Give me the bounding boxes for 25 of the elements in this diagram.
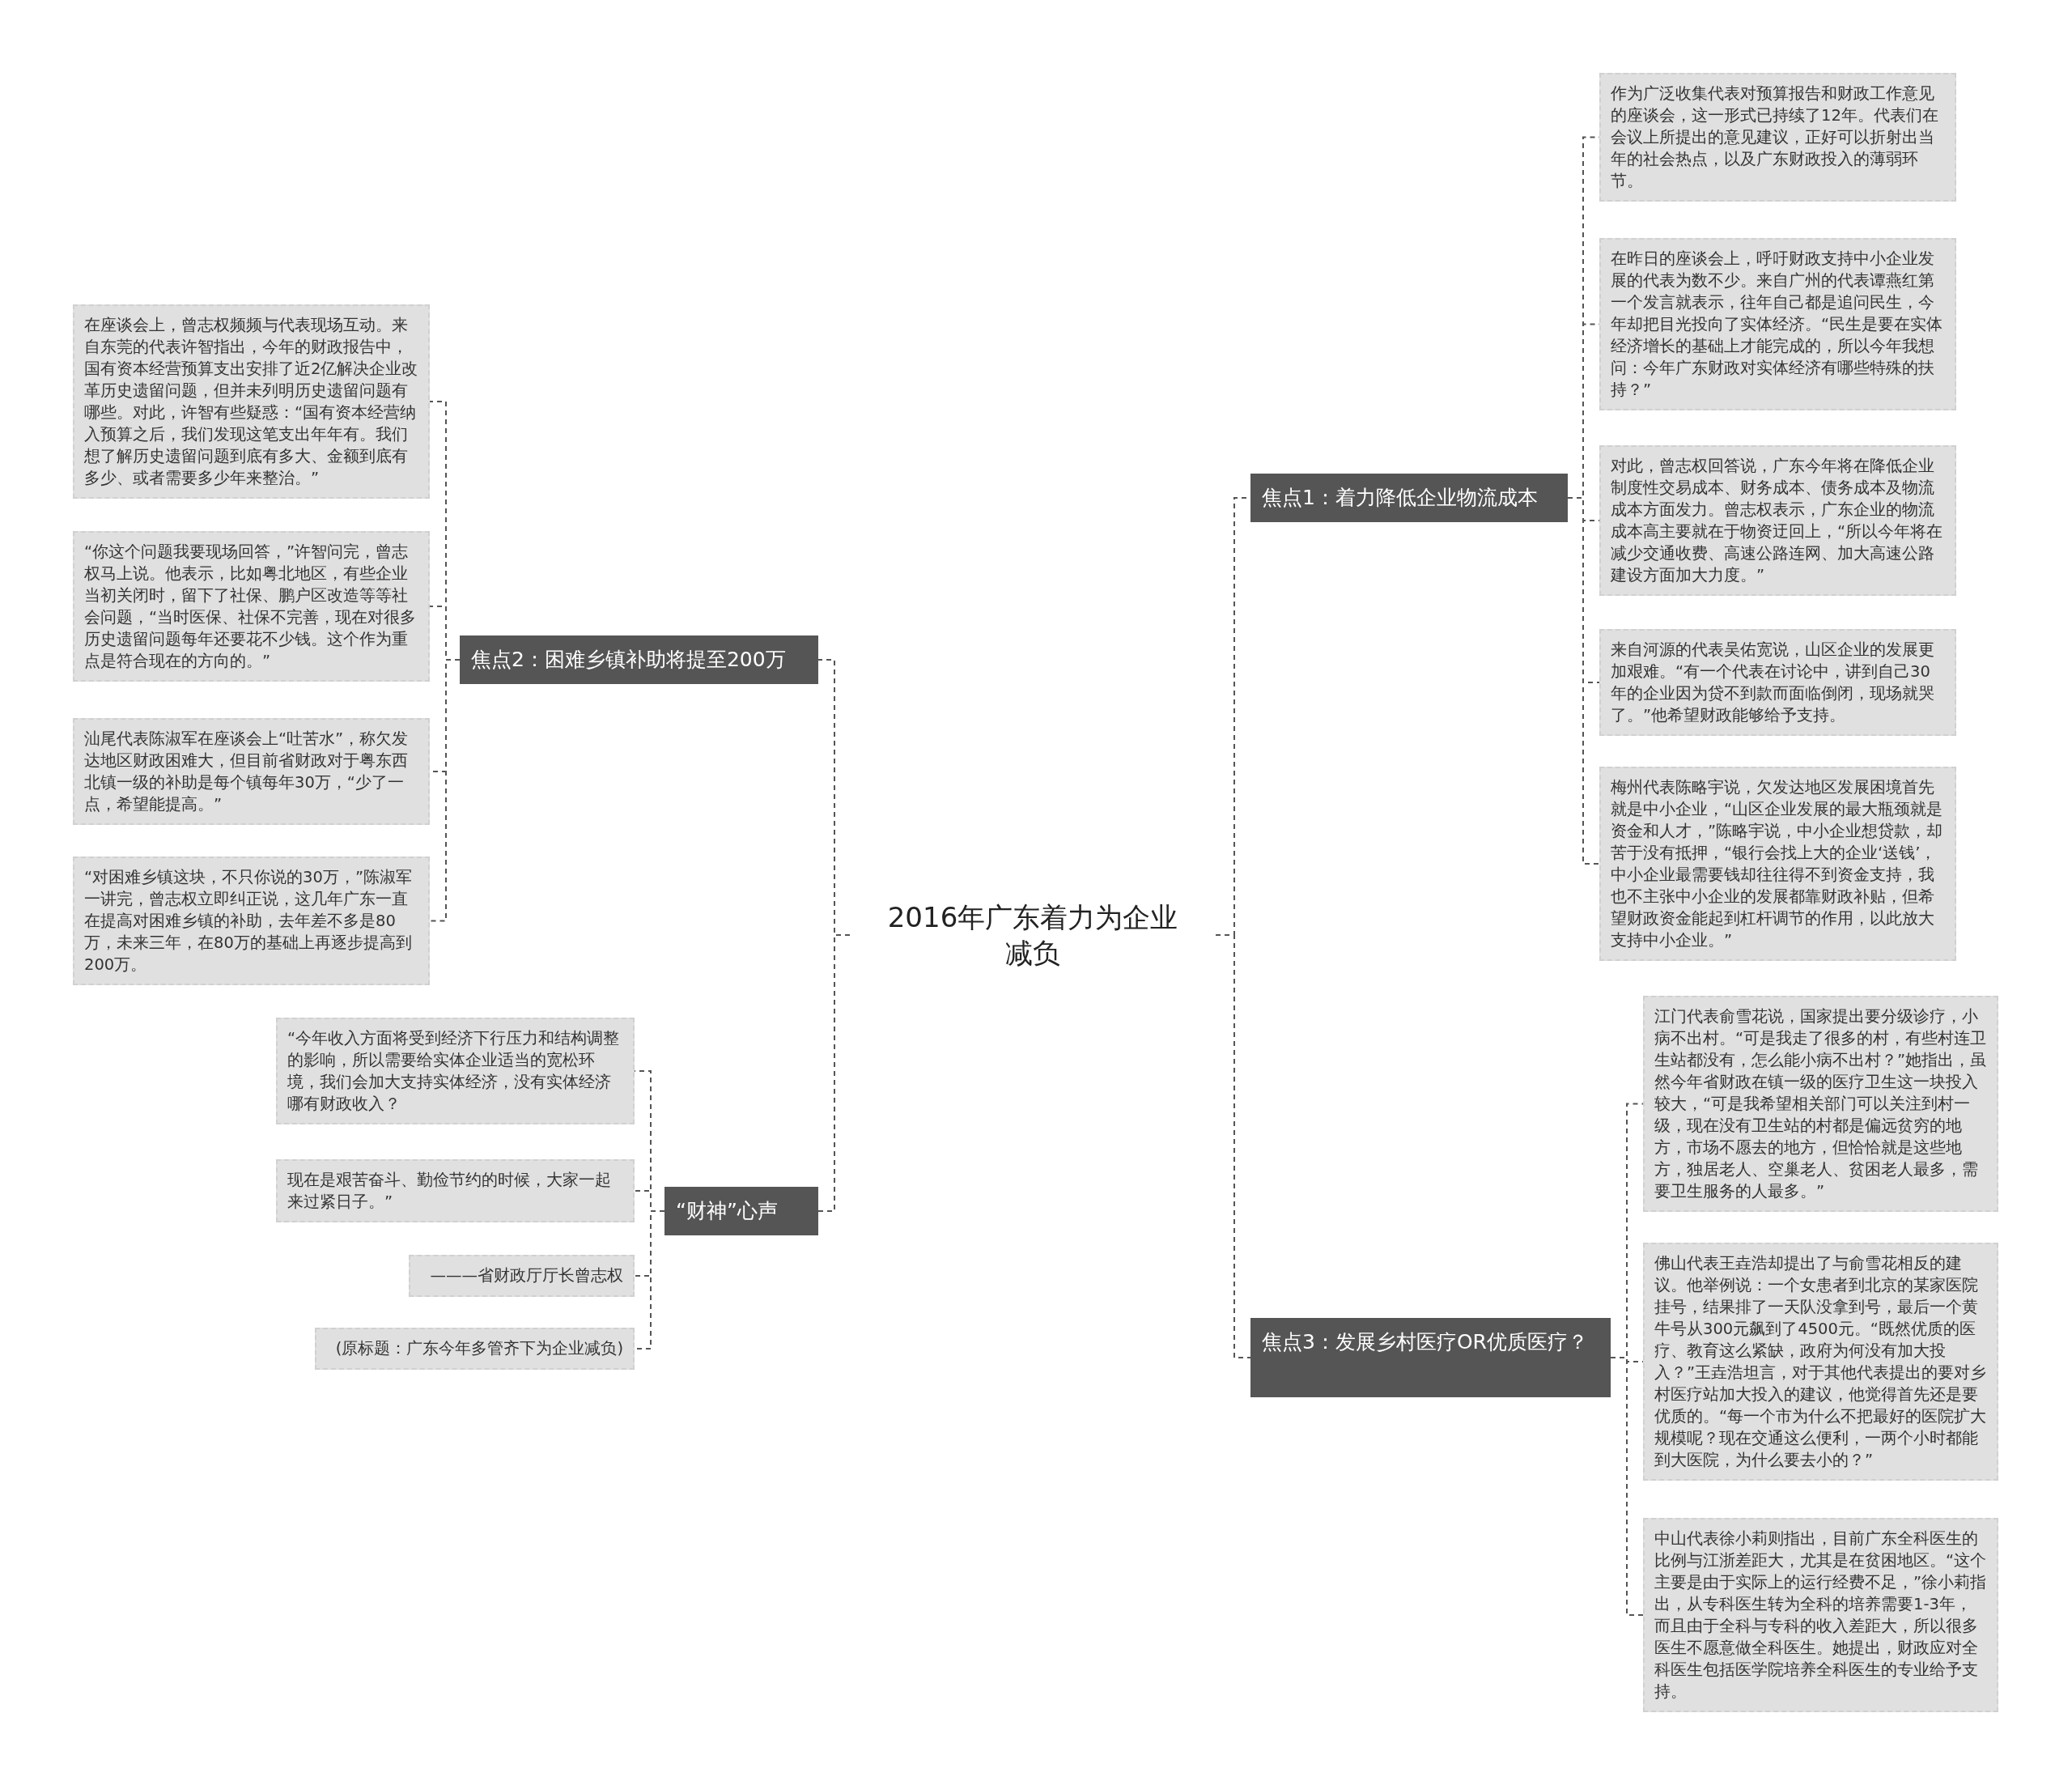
note-box: 江门代表俞雪花说，国家提出要分级诊疗，小病不出村。“可是我走了很多的村，有些村连卫生站都没有，怎么能小病不出村？”她指出，虽然今年省财政在镇一级的医疗卫生这一块投入较大，“可是我希望相关部门可以关注到村一级，现在没有卫生站的村都是偏远贫穷的地方，市场不愿去的地方，但恰恰就是这些地方，独居老人、空巢老人、贫困老人最多，需要卫生服务的人最多。” — [1643, 996, 1998, 1212]
note-box: 现在是艰苦奋斗、勤俭节约的时候，大家一起来过紧日子。” — [276, 1159, 635, 1222]
note-box: ———省财政厅厅长曾志权 — [409, 1255, 635, 1297]
note-box: 对此，曾志权回答说，广东今年将在降低企业制度性交易成本、财务成本、债务成本及物流成本方面发力。曾志权表示，广东企业的物流成本高主要就在于物资迂回上，“所以今年将在减少交通收费、高速公路连网、加大高速公路建设方面加大力度。” — [1599, 445, 1956, 596]
note-box: 中山代表徐小莉则指出，目前广东全科医生的比例与江浙差距大，尤其是在贫困地区。“这个主要是由于实际上的运行经费不足，”徐小莉指出，从专科医生转为全科的培养需要1-3年，而且由于全科与专科的收入差距大，所以很多医生不愿意做全科医生。她提出，财政应对全科医生包括医学院培养全科医生的专业给予支持。 — [1643, 1518, 1998, 1712]
note-box: 汕尾代表陈淑军在座谈会上“吐苦水”，称欠发达地区财政困难大，但目前省财政对于粤东西北镇一级的补助是每个镇每年30万，“少了一点，希望能提高。” — [73, 718, 430, 825]
note-box: “今年收入方面将受到经济下行压力和结构调整的影响，所以需要给实体企业适当的宽松环境，我们会加大支持实体经济，没有实体经济哪有财政收入？ — [276, 1018, 635, 1124]
connector-line — [429, 659, 461, 922]
connector-line — [1610, 1357, 1644, 1616]
note-box: 在昨日的座谈会上，呼吁财政支持中小企业发展的代表为数不少。来自广州的代表谭燕红第一个发言就表示，往年自己都是追问民生，今年却把目光投向了实体经济。“民生是要在实体经济增长的基础上才能完成的，所以今年我想问：今年广东财政对实体经济有哪些特殊的扶持？” — [1599, 238, 1956, 410]
central-topic: 2016年广东着力为企业减负 — [850, 882, 1216, 988]
topic-box: “财神”心声 — [664, 1187, 818, 1235]
note-box: (原标题：广东今年多管齐下为企业减负) — [315, 1328, 635, 1370]
note-box: 佛山代表王垚浩却提出了与俞雪花相反的建议。他举例说：一个女患者到北京的某家医院挂号，结果排了一天队没拿到号，最后一个黄牛号从300元飙到了4500元。“既然优质的医疗、教育这么紧缺，政府为何没有加大投入？”王垚浩坦言，对于其他代表提出的要对乡村医疗站加大投入的建议，他觉得首先还是要优质的。“每一个市为什么不把最好的医院扩大规模呢？现在交通这么便利，一两个小时都能到大医院，为什么要去小的？” — [1643, 1243, 1998, 1481]
note-box: “你这个问题我要现场回答，”许智问完，曾志权马上说。他表示，比如粤北地区，有些企业当初关闭时，留下了社保、鹏户区改造等等社会问题，“当时医保、社保不完善，现在对很多历史遗留问题每年还要花不少钱。这个作为重点是符合现在的方向的。” — [73, 531, 430, 682]
connector-line — [1215, 934, 1251, 1358]
note-box: 在座谈会上，曾志权频频与代表现场互动。来自东莞的代表许智指出，今年的财政报告中，国有资本经营预算支出安排了近2亿解决企业改革历史遗留问题，但并未列明历史遗留问题有哪些。对此，许智有些疑惑：“国有资本经营纳入预算之后，我们发现这笔支出年年有。我们想了解历史遗留问题到底有多大、金额到底有多少、或者需要多少年来整治。” — [73, 304, 430, 499]
topic-box: 焦点2：困难乡镇补助将提至200万 — [460, 635, 818, 684]
note-box: 作为广泛收集代表对预算报告和财政工作意见的座谈会，这一形式已持续了12年。代表们在会议上所提出的意见建议，正好可以折射出当年的社会热点，以及广东财政投入的薄弱环节。 — [1599, 73, 1956, 202]
note-box: 来自河源的代表吴佑宽说，山区企业的发展更加艰难。“有一个代表在讨论中，讲到自己30年的企业因为贷不到款而面临倒闭，现场就哭了。”他希望财政能够给予支持。 — [1599, 629, 1956, 736]
topic-box: 焦点1：着力降低企业物流成本 — [1250, 474, 1568, 522]
connector-line — [817, 934, 851, 1212]
note-box: “对困难乡镇这块，不只你说的30万，”陈淑军一讲完，曾志权立即纠正说，这几年广东一直在提高对困难乡镇的补助，去年差不多是80万，未来三年，在80万的基础上再逐步提高到200万。 — [73, 856, 430, 985]
topic-box: 焦点3：发展乡村医疗OR优质医疗？ — [1250, 1318, 1611, 1397]
note-box: 梅州代表陈略宇说，欠发达地区发展困境首先就是中小企业，“山区企业发展的最大瓶颈就是资金和人才，”陈略宇说，中小企业想贷款，却苦于没有抵押，“银行会找上大的企业‘送钱’，中小企业最需要钱却往往得不到资金支持，我也不主张中小企业的发展都靠财政补贴，但希望财政资金能起到杠杆调节的作用，以此放大支持中小企业。” — [1599, 767, 1956, 961]
